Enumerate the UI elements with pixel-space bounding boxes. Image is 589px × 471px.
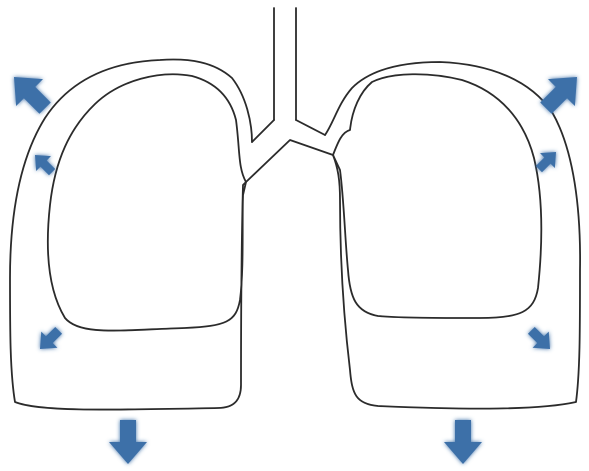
arrow-icon [109,420,147,464]
right-lung-outline [333,74,541,318]
arrow-icon [32,322,67,357]
arrow-icon [1,64,59,122]
arrow-icon [523,322,558,357]
left-lung [10,60,252,410]
arrow-icon [532,64,589,122]
trachea-outline [274,8,296,120]
left-lung-outline [48,74,246,330]
right-lung [325,62,580,409]
expansion-arrows [1,64,589,464]
bronchi-outline [246,120,333,182]
arrow-icon [444,420,482,464]
airway [246,8,333,182]
left-pleura-outline [10,60,252,410]
